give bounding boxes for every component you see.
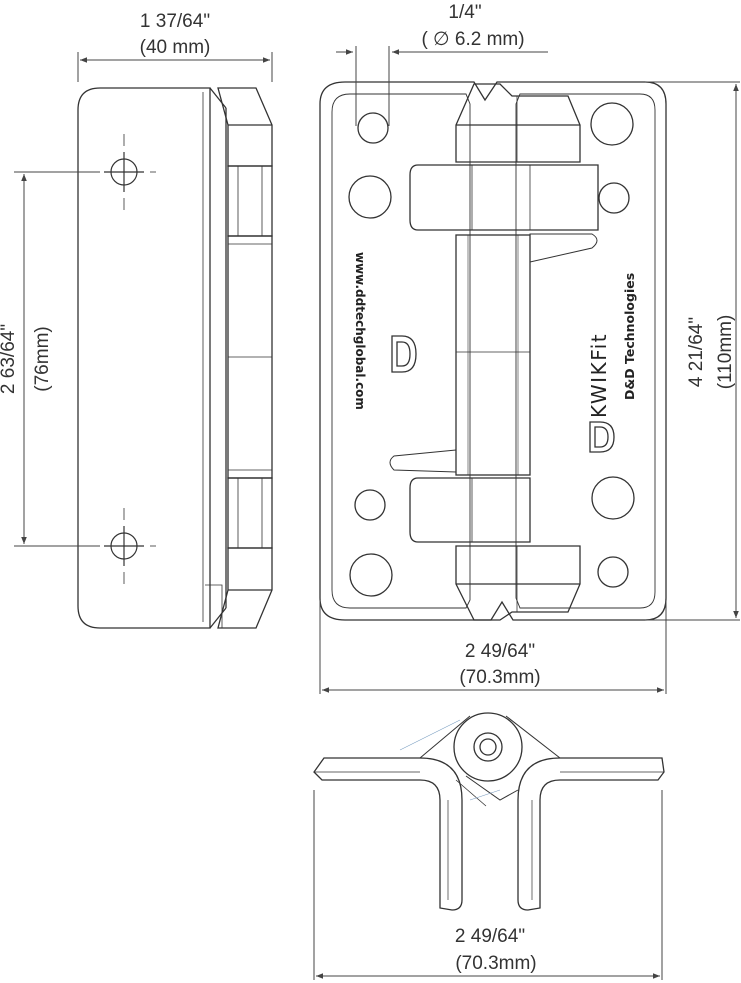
front-view (319, 81, 667, 621)
hole-spacing-inches: 2 63/64" (0, 324, 19, 394)
bottom-width-inches: 2 49/64" (455, 926, 525, 947)
side-view (77, 87, 273, 629)
product-text: KWIKFit (587, 333, 611, 418)
dd-logo-icon (391, 335, 615, 453)
side-width-mm: (40 mm) (140, 37, 211, 58)
height-mm: (110mm) (715, 315, 736, 390)
side-width-inches: 1 37/64" (140, 11, 210, 32)
hole-spacing-mm: (76mm) (32, 326, 53, 391)
bottom-width-dimension (313, 790, 663, 980)
bottom-view (313, 712, 665, 911)
hole-spacing-dimension (14, 171, 100, 547)
hole-diameter-mm: ( ∅ 6.2 mm) (421, 29, 524, 50)
bottom-width-mm: (70.3mm) (455, 953, 536, 974)
company-text: D&D Technologies (622, 273, 637, 400)
website-text: www.ddtechglobal.com (353, 252, 367, 410)
height-inches: 4 21/64" (686, 317, 707, 387)
front-width-inches: 2 49/64" (465, 641, 535, 662)
hole-diameter-dimension (336, 46, 548, 126)
side-view-hole-top (86, 134, 156, 210)
side-view-hole-bottom (86, 508, 156, 584)
front-width-mm: (70.3mm) (459, 667, 540, 688)
front-width-dimension (319, 600, 667, 694)
hole-diameter-inches: 1/4" (448, 2, 481, 23)
front-view-holes (348, 102, 635, 597)
height-dimension (645, 81, 740, 621)
side-width-dimension (77, 52, 273, 82)
